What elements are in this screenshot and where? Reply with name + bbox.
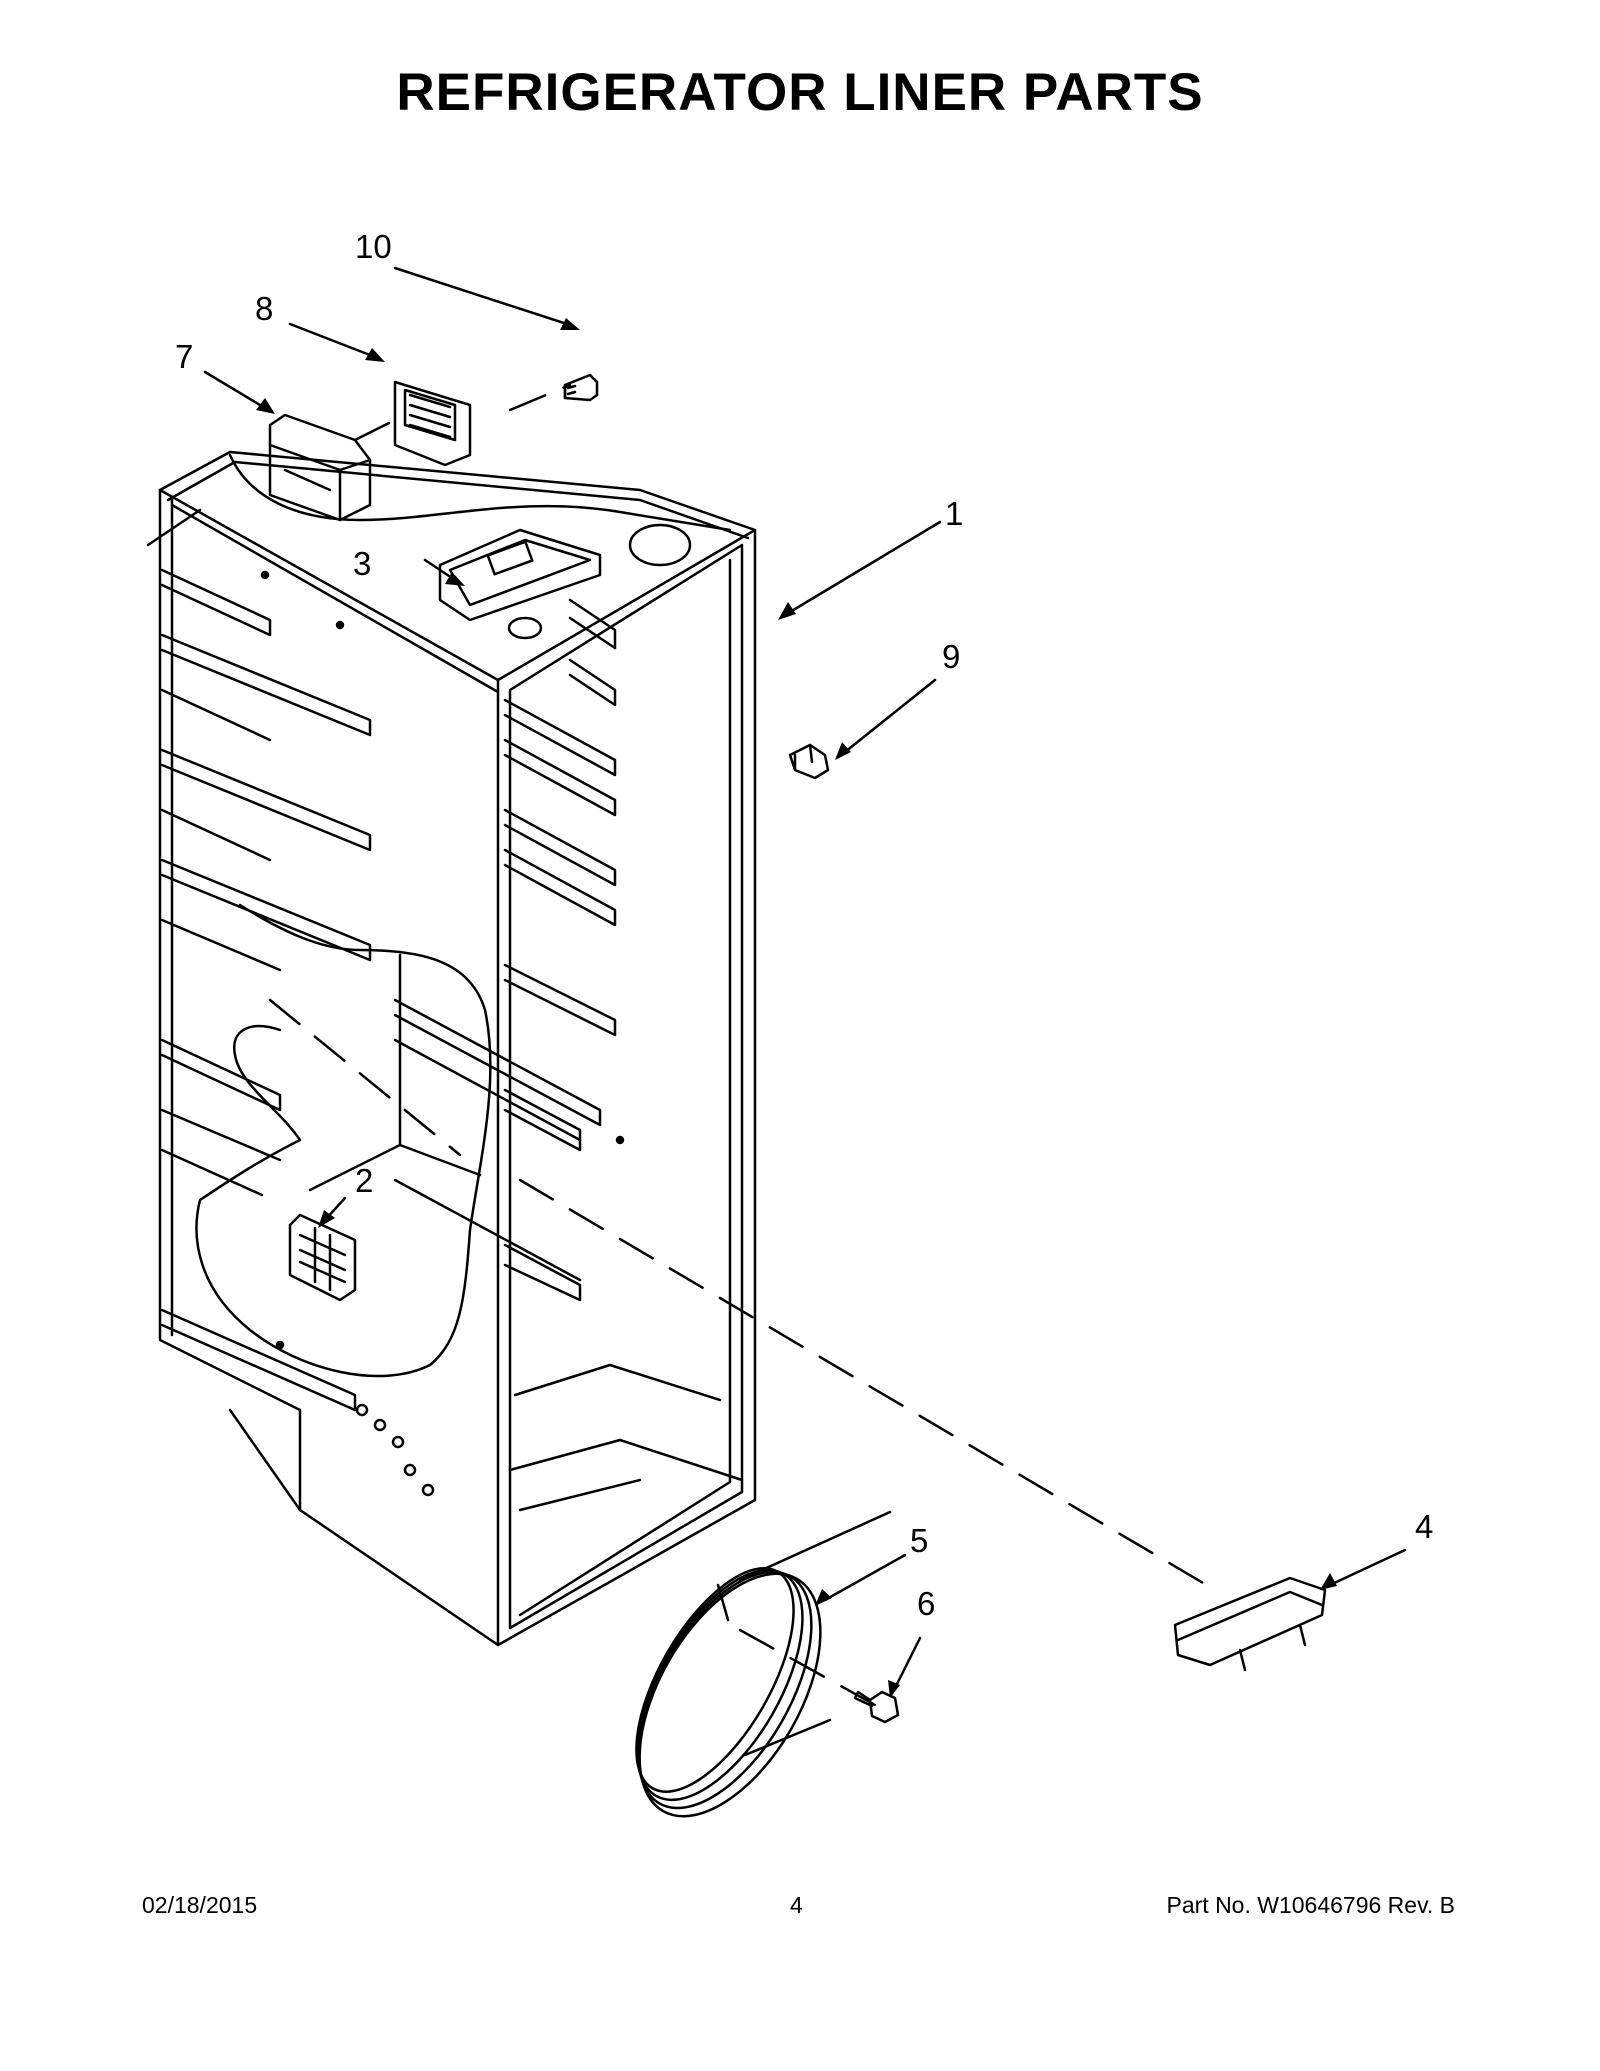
callout-1: 1 [945, 495, 963, 532]
callout-3: 3 [353, 545, 371, 582]
housing-part-7 [146, 413, 372, 547]
control-board-part-8 [393, 380, 472, 467]
callout-7: 7 [175, 338, 193, 375]
clip-part-9 [788, 743, 830, 780]
callout-5: 5 [910, 1522, 928, 1559]
liner-part-1 [158, 450, 757, 1647]
callout-8: 8 [255, 290, 273, 327]
footer-page-number: 4 [790, 1892, 803, 1918]
cover-part-4 [1173, 1576, 1327, 1672]
control-housing-part-3 [438, 528, 602, 622]
tubing-part-5 [635, 1510, 892, 1818]
callout-9: 9 [942, 638, 960, 675]
screw-part-10 [563, 373, 599, 402]
callout-10: 10 [355, 228, 392, 265]
page-title: REFRIGERATOR LINER PARTS [396, 63, 1204, 122]
footer-part-number: Part No. W10646796 Rev. B [1166, 1892, 1456, 1918]
arrowheads [256, 318, 1337, 1698]
leader-lines [203, 266, 1407, 1690]
callout-4: 4 [1415, 1508, 1433, 1545]
bracket-part-2 [288, 1213, 357, 1302]
dashed-lines [268, 383, 1217, 1707]
callout-6: 6 [917, 1585, 935, 1622]
footer-date: 02/18/2015 [142, 1892, 258, 1918]
callout-2: 2 [355, 1162, 373, 1199]
